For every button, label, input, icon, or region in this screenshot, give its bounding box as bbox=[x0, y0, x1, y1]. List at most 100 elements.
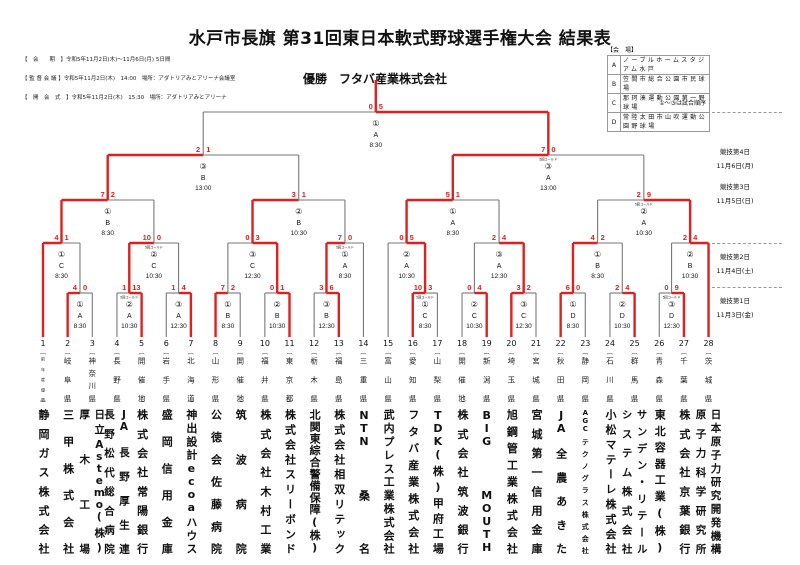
match-order: ③ bbox=[323, 300, 330, 309]
team-prefecture: 青森県 bbox=[654, 357, 664, 402]
called-game-note: 5回コールド bbox=[145, 246, 163, 250]
score-left: 7 bbox=[101, 190, 105, 199]
match-venue: D bbox=[620, 313, 625, 320]
score-right: 2 bbox=[111, 190, 115, 199]
team-name-column: 盛岡信用金庫 bbox=[160, 409, 174, 554]
match-venue: A bbox=[404, 263, 409, 270]
team-number: 13 bbox=[333, 339, 344, 348]
team-name-column: TDK(株)甲府工場 bbox=[431, 409, 445, 554]
match-order: ② bbox=[619, 300, 626, 309]
team-prefecture: 福井県 bbox=[260, 357, 270, 402]
score-left: 3 bbox=[517, 283, 521, 292]
score-left: 10 bbox=[414, 283, 422, 292]
bracket-close: ︺ bbox=[532, 401, 539, 408]
score-left: 7 bbox=[338, 233, 342, 242]
team-number: 19 bbox=[481, 339, 492, 348]
score-left: 4 bbox=[590, 233, 595, 242]
match-order: ② bbox=[471, 300, 478, 309]
team-name: 株式会社筑波銀行 bbox=[454, 409, 470, 554]
team-number: 25 bbox=[629, 339, 640, 348]
bracket-open: ︹ bbox=[705, 349, 712, 356]
score-left: 7 bbox=[221, 283, 225, 292]
bracket-close: ︺ bbox=[286, 401, 293, 408]
score-left: 3 bbox=[319, 283, 323, 292]
team-entry: 15︹富山県︺武内プレス工業株式会社 bbox=[376, 338, 400, 554]
match-venue: A bbox=[176, 313, 181, 320]
team-prefecture: 開催地 bbox=[235, 357, 245, 402]
match-venue: A bbox=[373, 132, 378, 139]
team-prefecture: 岐阜県 bbox=[63, 357, 73, 402]
team-name-column: 株式会社常陽銀行 bbox=[135, 409, 149, 554]
team-name-column: 三甲株式会社 bbox=[61, 409, 75, 554]
page-title: 水戸市長旗 第31回東日本軟式野球選手権大会 結果表 bbox=[188, 29, 612, 49]
team-entry: 21︹宮城県︺宮城第一信用金庫 bbox=[524, 338, 548, 554]
score-right: 0 bbox=[551, 145, 555, 154]
match-time: 10:30 bbox=[398, 273, 415, 280]
team-name-column: BIG MOUTH bbox=[480, 409, 494, 554]
team-entry: 8︹山形県︺公徳会佐藤病院 bbox=[204, 338, 228, 554]
team-name: 株式会社京葉銀行 bbox=[676, 409, 692, 554]
team-prefecture: 群馬県 bbox=[630, 357, 640, 402]
team-prefecture: 開催地 bbox=[457, 357, 467, 402]
match-venue: B bbox=[226, 313, 231, 320]
team-name-column: 静岡ガス株式会社 bbox=[37, 409, 50, 554]
team-name: 筑波病院 bbox=[232, 409, 248, 554]
team-number: 23 bbox=[580, 339, 591, 348]
match-order: ① bbox=[224, 300, 231, 309]
team-prefecture: 山梨県 bbox=[432, 357, 442, 402]
match-order: ① bbox=[58, 250, 65, 259]
called-game-note: 5回コールド bbox=[663, 296, 681, 300]
score-right: 9 bbox=[675, 283, 679, 292]
match-venue: C bbox=[250, 263, 255, 270]
score-right: 4 bbox=[182, 283, 187, 292]
score-right: 5 bbox=[410, 233, 414, 242]
match-venue: B bbox=[296, 220, 301, 227]
team-entry: 27︹千葉県︺株式会社京葉銀行 bbox=[672, 338, 696, 554]
match-venue: C bbox=[151, 263, 156, 270]
bracket-open: ︹ bbox=[187, 349, 194, 356]
team-number: 6 bbox=[163, 339, 169, 348]
match-time: 8:30 bbox=[446, 230, 459, 237]
score-left: 6 bbox=[566, 283, 570, 292]
match-time: 8:30 bbox=[567, 323, 580, 330]
team-name: 神出設計ecoaハウス bbox=[183, 409, 199, 554]
score-right: 9 bbox=[647, 190, 651, 199]
bracket-close: ︺ bbox=[335, 401, 342, 408]
bracket-close: ︺ bbox=[483, 401, 490, 408]
team-entry: 10︹福井県︺株式会社木村工業 bbox=[253, 338, 277, 554]
team-name: NTN桑名 bbox=[355, 409, 371, 554]
score-right: 1 bbox=[64, 233, 68, 242]
called-game-note: 5回コールド bbox=[336, 246, 354, 250]
day-label: 競技第4日 bbox=[719, 148, 751, 156]
match-venue: A bbox=[450, 220, 455, 227]
bracket-close: ︺ bbox=[385, 401, 392, 408]
score-right: 2 bbox=[601, 233, 605, 242]
bracket-close: ︺ bbox=[680, 401, 687, 408]
match-venue: D bbox=[669, 313, 674, 320]
team-number: 14 bbox=[358, 339, 369, 348]
team-name-column: 長野松代総合病院 bbox=[102, 409, 115, 554]
match-order: ② bbox=[403, 250, 410, 259]
match-time: 12:30 bbox=[318, 323, 335, 330]
bracket-open: ︹ bbox=[606, 349, 613, 356]
team-prefecture: 茨城県 bbox=[704, 357, 714, 402]
team-name: 小松マテーレ株式会社 bbox=[602, 409, 618, 554]
team-name-column: 日本原子力研究開発機構 bbox=[709, 409, 722, 554]
team-name-column: システム株式会社 bbox=[620, 409, 633, 554]
team-entry: 11︹東京都︺株式会社スリーボンド bbox=[278, 338, 302, 554]
bracket-open: ︹ bbox=[113, 349, 120, 356]
score-right: 1 bbox=[302, 190, 306, 199]
bracket-close: ︺ bbox=[311, 401, 318, 408]
bracket-close: ︺ bbox=[113, 401, 120, 408]
day-separator bbox=[712, 287, 782, 288]
team-number: 16 bbox=[407, 339, 418, 348]
team-name: JA全農あきた bbox=[553, 409, 569, 554]
match-venue: B bbox=[324, 313, 329, 320]
score-right: 3 bbox=[428, 283, 432, 292]
match-order: ② bbox=[686, 250, 693, 259]
match-order: ① bbox=[569, 300, 576, 309]
